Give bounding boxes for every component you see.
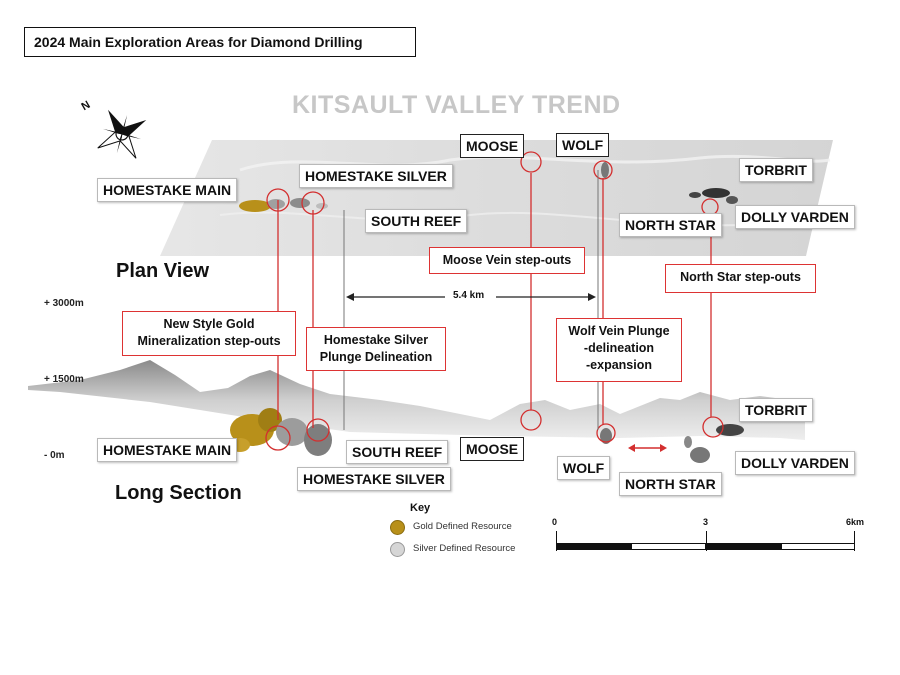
- plan-label-wolf: WOLF: [556, 133, 610, 157]
- plan-view-title: Plan View: [116, 260, 210, 282]
- plan-label-homestake-silver: HOMESTAKE SILVER: [299, 164, 453, 188]
- callout-north-star-text: North Star step-outs: [680, 270, 801, 284]
- plan-label-homestake-main: HOMESTAKE MAIN: [97, 178, 238, 202]
- callout-new-style-gold: New Style Gold Mineralization step-outs: [122, 311, 296, 356]
- scale-bar: [556, 531, 855, 551]
- callout-north-star-stepouts: North Star step-outs: [665, 264, 816, 293]
- silver-resource-swatch: [390, 542, 405, 557]
- compass-rose-icon: [97, 109, 147, 159]
- plan-label-moose: MOOSE: [460, 134, 525, 158]
- long-north-star-deposits: [684, 424, 744, 463]
- long-label-homestake-silver: HOMESTAKE SILVER: [297, 467, 451, 491]
- long-label-homestake-main: HOMESTAKE MAIN: [97, 438, 238, 462]
- key-label-gold: Gold Defined Resource: [413, 521, 512, 532]
- long-label-north-star: NORTH STAR: [619, 472, 722, 496]
- long-label-south-reef: SOUTH REEF: [346, 440, 449, 464]
- distance-arrow: [346, 293, 596, 301]
- plan-wolf-deposit: [601, 162, 609, 178]
- callout-wolf-line1: Wolf Vein Plunge: [568, 324, 670, 338]
- long-section-title: Long Section: [115, 482, 242, 504]
- long-label-moose: MOOSE: [460, 437, 525, 461]
- plan-label-torbrit: TORBRIT: [739, 158, 813, 182]
- callout-moose-stepouts: Moose Vein step-outs: [429, 247, 585, 274]
- key-label-silver: Silver Defined Resource: [413, 543, 516, 554]
- trend-title: KITSAULT VALLEY TREND: [292, 91, 621, 119]
- callout-wolf-line2: -delineation: [583, 341, 655, 355]
- callout-gold-line1: New Style Gold: [163, 317, 255, 331]
- callout-lines: [265, 151, 724, 451]
- long-label-torbrit: TORBRIT: [739, 398, 813, 422]
- callout-homestake-silver-plunge: Homestake Silver Plunge Delineation: [306, 327, 446, 371]
- scale-tick-3: 3: [703, 517, 709, 527]
- plan-label-dolly-varden: DOLLY VARDEN: [735, 205, 855, 229]
- long-wolf-deposit: [600, 428, 612, 444]
- plan-homestake-deposits: [239, 198, 328, 212]
- key-title: Key: [410, 502, 431, 514]
- elevation-3000: + 3000m: [44, 298, 84, 309]
- distance-label: 5.4 km: [453, 290, 485, 301]
- elevation-0: - 0m: [44, 450, 65, 461]
- callout-moose-text: Moose Vein step-outs: [442, 253, 572, 267]
- callout-silver-line2: Plunge Delineation: [319, 350, 433, 364]
- figure-title: 2024 Main Exploration Areas for Diamond …: [24, 27, 416, 57]
- callout-wolf-line3: -expansion: [586, 358, 652, 372]
- plan-torbrit-deposits: [689, 188, 738, 204]
- scale-tick-0: 0: [552, 517, 558, 527]
- section-reference-lines: [343, 170, 599, 430]
- plan-label-south-reef: SOUTH REEF: [365, 209, 468, 233]
- callout-wolf-vein-plunge: Wolf Vein Plunge -delineation -expansion: [556, 318, 682, 382]
- scale-tick-6km: 6km: [846, 517, 865, 527]
- callout-gold-line2: Mineralization step-outs: [137, 334, 281, 348]
- gold-resource-swatch: [390, 520, 405, 535]
- callout-silver-line1: Homestake Silver: [323, 333, 429, 347]
- plan-label-north-star: NORTH STAR: [619, 213, 722, 237]
- long-label-wolf: WOLF: [557, 456, 611, 480]
- north-star-red-arrow: [628, 444, 667, 452]
- elevation-1500: + 1500m: [44, 374, 84, 385]
- long-section-terrain: [28, 360, 805, 440]
- long-label-dolly-varden: DOLLY VARDEN: [735, 451, 855, 475]
